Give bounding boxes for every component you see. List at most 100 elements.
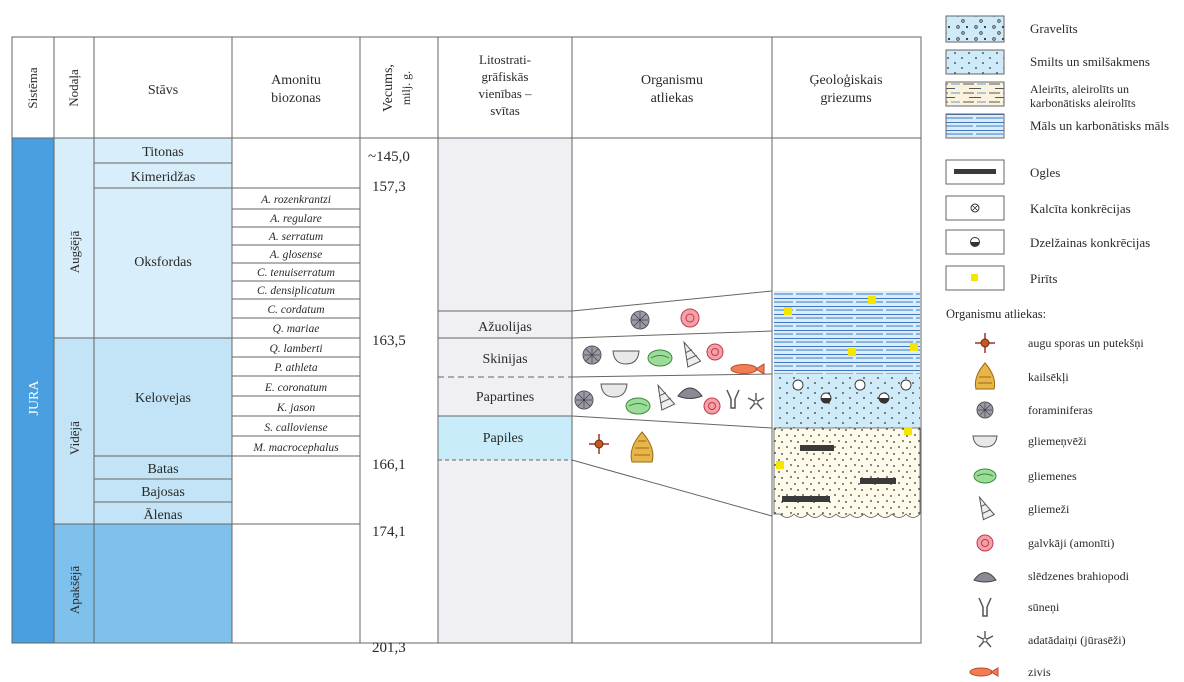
ostracod-icon	[600, 383, 628, 398]
gastropod-icon	[657, 383, 676, 411]
gastropod-icon	[683, 340, 702, 368]
legend-org-label: gliemenes	[1028, 469, 1077, 483]
biozone: C. tenuiserratum	[257, 267, 335, 279]
stage-titonas: Titonas	[142, 145, 184, 160]
header-lito-3: vienības –	[478, 86, 532, 101]
header-vecums-1: Vecums,	[381, 64, 396, 112]
legend-org-label: zivis	[1028, 665, 1051, 679]
biozones: A. rozenkrantzi A. regulare A. serratum …	[252, 194, 339, 454]
pyrite	[784, 307, 792, 315]
legend-iron-label: Dzelžainas konkrēcijas	[1030, 235, 1150, 250]
stage-alenas: Ālenas	[144, 507, 183, 523]
legend-org-label: kailsēkļi	[1028, 370, 1069, 384]
geological-section	[773, 291, 921, 518]
stage-oksfordas: Oksfordas	[134, 255, 192, 270]
crinoid-icon	[976, 631, 994, 648]
ammonite-icon	[706, 343, 724, 361]
foraminifera-icon	[976, 401, 994, 419]
table-grid	[11, 36, 922, 644]
formation-skinijas: Skinijas	[482, 352, 527, 367]
spore-icon	[589, 434, 609, 454]
bivalve-icon	[647, 349, 673, 367]
ostracod-icon	[612, 350, 640, 365]
biozone: C. densiplicatum	[257, 285, 335, 297]
coal-lens	[782, 496, 830, 502]
legend-clay-swatch	[945, 113, 1005, 139]
biozone: Q. mariae	[273, 323, 320, 335]
header-nodala: Nodaļa	[66, 69, 81, 107]
division-lower-block	[54, 524, 94, 643]
stage-kimeridzas: Kimeridžas	[131, 170, 196, 185]
header-lito-4: svītas	[490, 103, 520, 118]
age-value: 166,1	[372, 457, 406, 473]
ages: ~145,0 157,3 163,5 166,1 174,1 201,3	[368, 149, 410, 656]
clay-layer	[774, 291, 920, 374]
header-lito-2: grāfiskās	[482, 69, 529, 84]
pyrite	[848, 348, 856, 356]
biozone: E. coronatum	[264, 382, 327, 394]
gravel-layer	[773, 427, 921, 518]
biozone: A. serratum	[268, 231, 323, 243]
age-value: ~145,0	[368, 149, 410, 165]
header-org-2: atliekas	[651, 91, 694, 106]
pyrite	[868, 296, 876, 304]
legend-clay-label: Māls un karbonātisks māls	[1030, 118, 1169, 133]
stage-middle-block	[94, 338, 232, 524]
coal-lens	[800, 445, 834, 451]
brachiopod-icon	[677, 387, 703, 399]
legend-org-label: gliemeži	[1028, 502, 1070, 516]
age-value: 163,5	[372, 333, 406, 349]
legend-sand-label: Smilts un smilšakmens	[1030, 54, 1150, 69]
stage-upper-block	[94, 138, 232, 338]
fish-icon	[730, 363, 765, 375]
pyrite	[904, 427, 912, 435]
legend-pyrite-swatch	[945, 265, 1005, 291]
pyrite	[776, 461, 784, 469]
division-upper-block	[54, 138, 94, 338]
sponge-icon	[978, 597, 992, 617]
division-lower: Apakšējā	[67, 566, 82, 615]
legend-org-label: foraminiferas	[1028, 403, 1093, 417]
calcite-concretion	[854, 379, 866, 391]
crinoid-icon	[747, 393, 765, 410]
ammonite-icon	[680, 308, 700, 328]
header-biozonas-2: biozonas	[271, 91, 321, 106]
header-org-1: Organismu	[641, 73, 703, 88]
legend: Gravelīts Smilts un smilšakmens Aleirīts…	[945, 15, 1169, 679]
legend-org-label: galvkāji (amonīti)	[1028, 536, 1114, 550]
header-vecums-2: milj. g.	[399, 71, 413, 105]
gymnosperm-icon	[974, 362, 996, 390]
legend-silt-label-2: karbonātisks aleirolīts	[1030, 96, 1136, 110]
header-geo-2: griezums	[820, 91, 871, 106]
sponge-icon	[726, 389, 740, 409]
papiles-block	[438, 416, 572, 460]
stages: Titonas Kimeridžas Oksfordas Kelovejas B…	[131, 145, 196, 523]
fossils	[574, 308, 765, 463]
gymnosperm-icon	[630, 431, 654, 463]
system-jura-block	[12, 138, 54, 643]
division-middle-block	[54, 338, 94, 524]
biozone: P. athleta	[273, 362, 317, 374]
stage-kelovejas: Kelovejas	[135, 391, 191, 406]
coal-lens	[860, 478, 896, 484]
legend-gravel-label: Gravelīts	[1030, 21, 1078, 36]
header-lito-1: Litostrati-	[479, 52, 531, 67]
ostracod-icon	[972, 435, 998, 448]
legend-gravel-swatch	[945, 15, 1005, 43]
formation-papartines: Papartines	[476, 390, 534, 405]
legend-silt-swatch	[945, 81, 1005, 107]
stage-batas: Batas	[147, 462, 178, 477]
biozone: M. macrocephalus	[252, 442, 339, 454]
formation-column-shade	[438, 138, 572, 643]
biozone: K. jason	[276, 402, 316, 414]
legend-org-label: slēdzenes brahiopodi	[1028, 569, 1130, 583]
biozone: A. regulare	[269, 213, 322, 225]
header-biozonas-1: Amonitu	[271, 73, 321, 88]
header-sistema: Sistēma	[25, 67, 40, 108]
stage-bajosas: Bajosas	[141, 485, 185, 500]
calcite-concretion	[792, 379, 804, 391]
formations: Ažuolijas Skinijas Papartines Papiles	[476, 320, 534, 446]
division-upper: Augšējā	[67, 230, 82, 273]
gastropod-icon	[978, 495, 996, 521]
